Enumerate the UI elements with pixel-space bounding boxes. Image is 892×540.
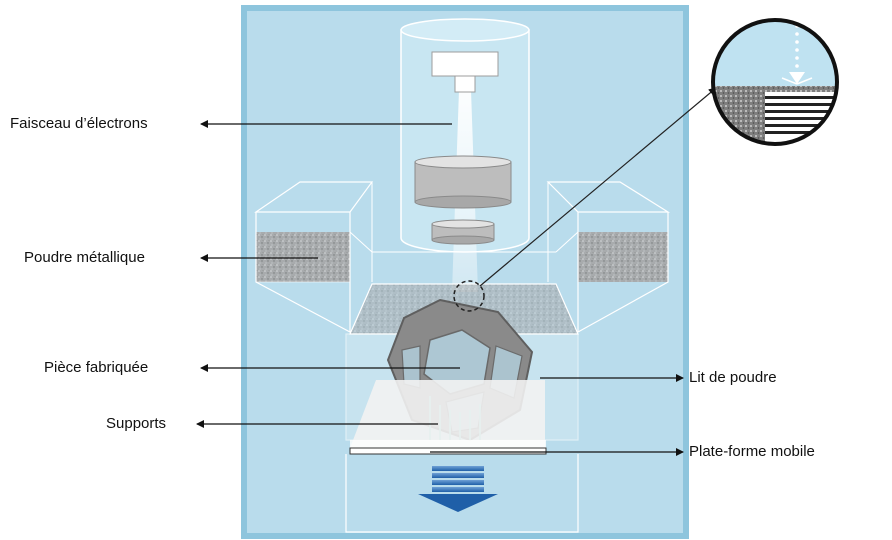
melt-zone-marker xyxy=(453,280,485,312)
magnified-inset xyxy=(711,18,839,146)
platform-down-arrow xyxy=(418,466,498,512)
electron-source xyxy=(431,51,499,93)
deflection-coil xyxy=(431,219,495,245)
focusing-lens xyxy=(414,155,512,209)
powder-hopper-left xyxy=(254,181,374,333)
label-fabricated-part: Pièce fabriquée xyxy=(44,359,149,376)
powder-bed xyxy=(350,380,546,448)
label-metal-powder: Poudre métallique xyxy=(24,249,145,266)
label-powder-bed: Lit de poudre xyxy=(689,369,777,386)
label-supports: Supports xyxy=(106,415,167,432)
leader-lines xyxy=(196,120,684,456)
mobile-platform xyxy=(349,447,547,455)
magnifier-connector xyxy=(479,87,717,287)
label-electron-beam: Faisceau d’électrons xyxy=(10,115,148,132)
build-cylinder xyxy=(345,454,579,533)
label-mobile-platform: Plate-forme mobile xyxy=(689,443,815,460)
powder-hopper-right xyxy=(546,181,671,334)
